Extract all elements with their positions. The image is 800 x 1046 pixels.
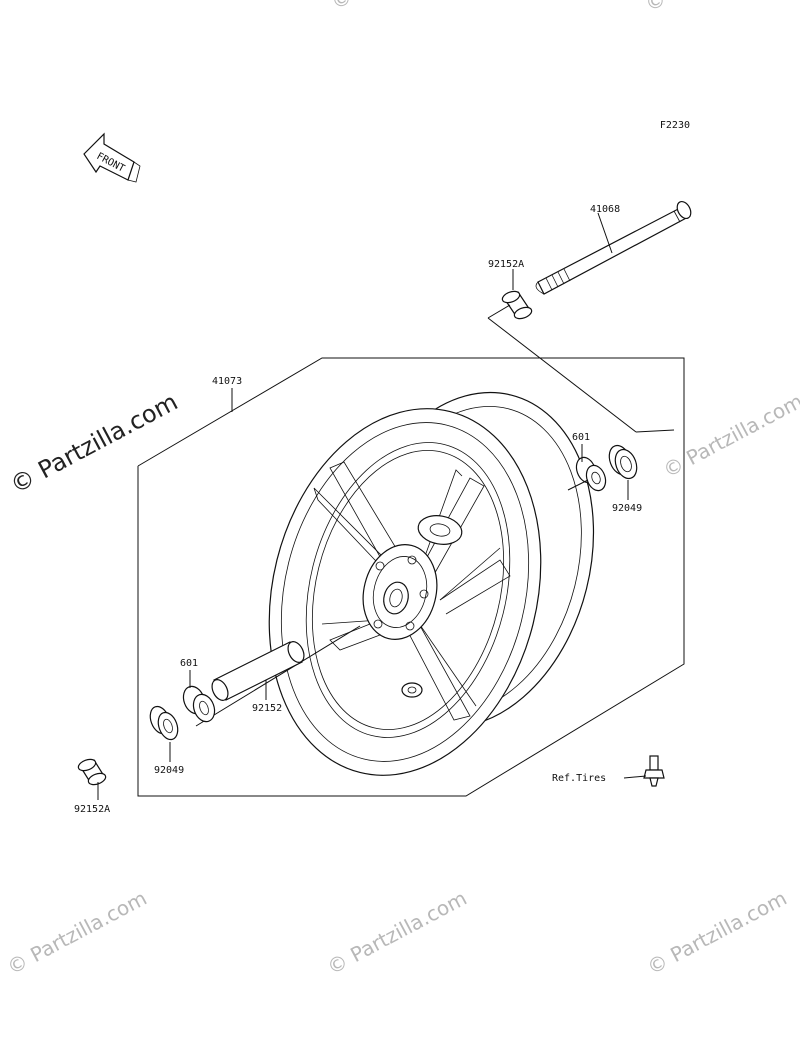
collar-center bbox=[211, 641, 305, 701]
watermark: © Partzilla.com bbox=[3, 886, 151, 980]
label-axle: 41068 bbox=[590, 204, 620, 215]
front-arrow-icon: FRONT bbox=[83, 132, 141, 183]
collar-lower bbox=[77, 758, 107, 786]
label-wheel: 41073 bbox=[212, 376, 242, 387]
label-valve-ref: Ref.Tires bbox=[552, 773, 606, 784]
collar-upper bbox=[501, 290, 533, 320]
label-bearing-right: 601 bbox=[572, 432, 590, 443]
tire-valve bbox=[643, 755, 665, 787]
seal-right bbox=[608, 444, 638, 480]
watermark: © Partzilla.com bbox=[641, 0, 789, 16]
watermark-prominent: © Partzilla.com bbox=[6, 388, 183, 500]
leader-line bbox=[487, 317, 637, 433]
watermark: © Partzilla.com bbox=[659, 389, 800, 483]
wheel bbox=[268, 391, 595, 776]
label-collar-lower: 92152A bbox=[74, 804, 110, 815]
label-collar-center: 92152 bbox=[252, 703, 282, 714]
label-bearing-left: 601 bbox=[180, 658, 198, 669]
seal-left bbox=[149, 705, 179, 741]
watermark: © Partzilla.com bbox=[327, 0, 475, 14]
label-seal-right: 92049 bbox=[612, 503, 642, 514]
wheel-frame bbox=[137, 357, 685, 797]
axle bbox=[535, 200, 692, 295]
bearing-left bbox=[182, 685, 216, 723]
figure-code: F2230 bbox=[660, 120, 690, 131]
watermark: © Partzilla.com bbox=[323, 886, 471, 980]
label-collar-upper: 92152A bbox=[488, 259, 524, 270]
watermark: © Partzilla.com bbox=[643, 886, 791, 980]
label-seal-left: 92049 bbox=[154, 765, 184, 776]
